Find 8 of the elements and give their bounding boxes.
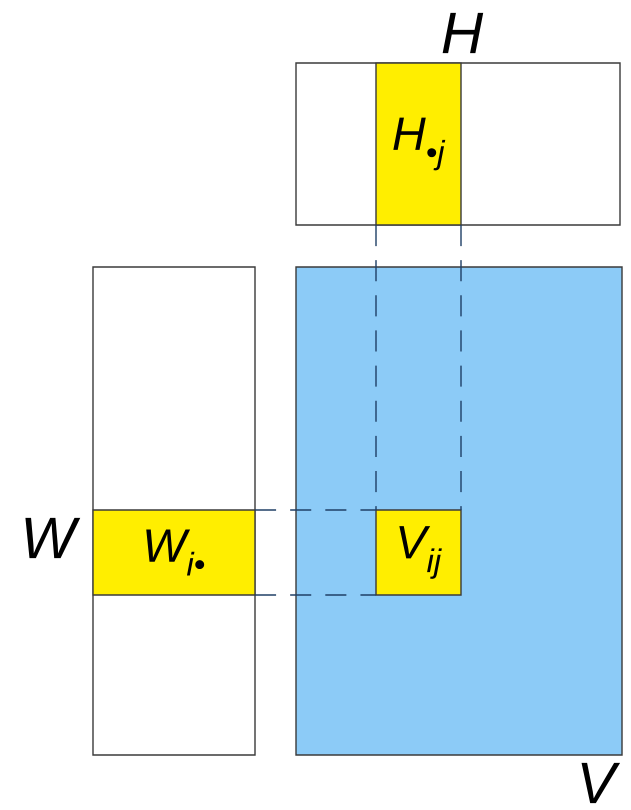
projection-line xyxy=(375,224,462,511)
node-label: H xyxy=(442,12,484,54)
node-label: V xyxy=(582,762,620,804)
node-label: W xyxy=(25,518,80,558)
highlight-cell: V$_{ij}$ xyxy=(375,509,462,596)
projection-line xyxy=(254,509,377,596)
highlight-cell: W$_{i•}$ xyxy=(92,509,256,596)
highlight-cell: H$_{•j}$ xyxy=(375,62,462,226)
